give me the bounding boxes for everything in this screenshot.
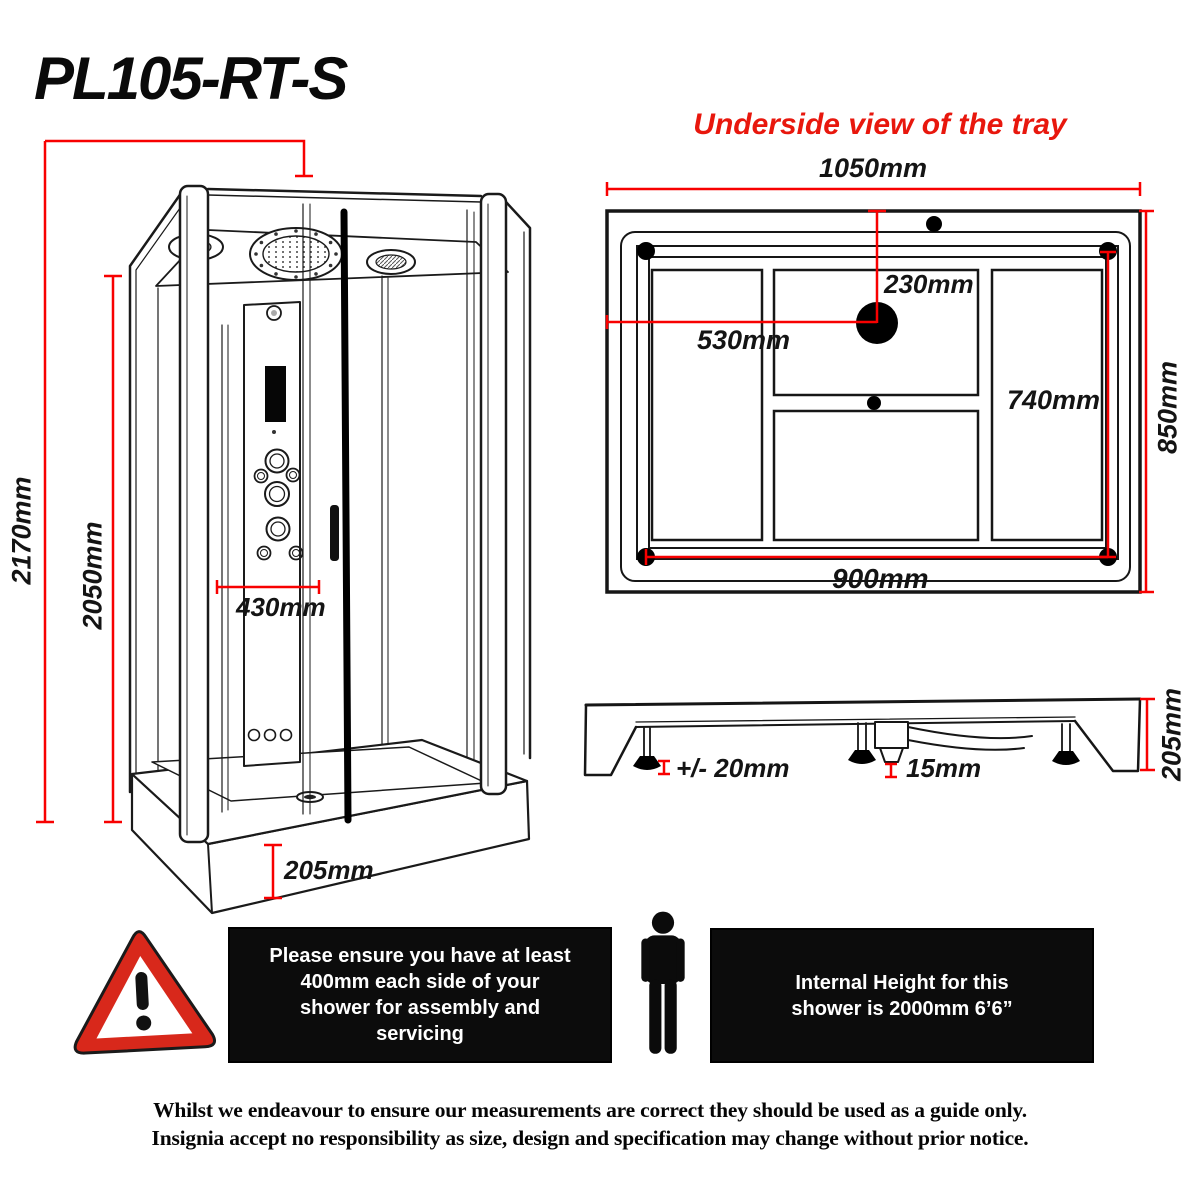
- disclaimer-line-1: Whilst we endeavour to ensure our measur…: [153, 1098, 1027, 1122]
- tray-side-drawing: [583, 697, 1142, 777]
- tray-foot-mark: [637, 242, 655, 260]
- tray-underside-drawing: [605, 209, 1142, 594]
- dim-feet-span-width: 900mm: [832, 563, 929, 594]
- notice-internal-height-line: Internal Height for this: [795, 971, 1009, 994]
- notice-internal-height-line: shower is 2000mm 6’6”: [791, 997, 1013, 1020]
- dim-cabin-tray-height: 205mm: [284, 855, 374, 885]
- dim-tray-depth: 850mm: [1152, 360, 1183, 455]
- rain-shower-head: [249, 227, 343, 281]
- dimension-lines: [36, 139, 1155, 900]
- warning-triangle-icon: [73, 930, 216, 1055]
- underside-view-heading: Underside view of the tray: [693, 108, 1067, 141]
- cabin-tray-base: [130, 738, 531, 915]
- dim-feet-span-depth: 740mm: [1007, 385, 1101, 415]
- dim-waste-clearance: 15mm: [906, 753, 982, 783]
- door-handle: [330, 505, 339, 561]
- door-glass-strip: [340, 208, 352, 824]
- dim-cabin-glass-height: 2050mm: [77, 521, 108, 630]
- cabin-drawing: [128, 184, 532, 915]
- dim-foot-adjustment: +/- 20mm: [676, 753, 790, 783]
- dim-side-tray-height: 205mm: [1156, 687, 1187, 782]
- control-buttons: [253, 448, 304, 561]
- dim-drain-offset-top: 230mm: [884, 269, 974, 299]
- notice-clearance-line: Please ensure you have at least: [269, 945, 571, 967]
- notice-clearance-line: 400mm each side of your: [300, 971, 540, 993]
- ceiling-speaker-right: [366, 249, 416, 275]
- notice-internal-height: Internal Height for this shower is 2000m…: [710, 928, 1094, 1063]
- waste-trap: [874, 721, 909, 749]
- notice-clearance-line: shower for assembly and: [299, 997, 541, 1019]
- dim-cabin-overall-height: 2170mm: [6, 476, 37, 585]
- person-height-icon: [641, 911, 685, 1054]
- disclaimer-line-2: Insignia accept no responsibility as siz…: [151, 1126, 1029, 1150]
- dim-tray-width: 1050mm: [818, 153, 928, 183]
- dim-cabin-panel-width: 430mm: [236, 592, 326, 622]
- control-display: [265, 366, 286, 422]
- page-title: PL105-RT-S: [34, 45, 348, 112]
- notice-clearance: Please ensure you have at least 400mm ea…: [228, 927, 612, 1063]
- waste-pipe: [907, 726, 1033, 740]
- control-column: [243, 301, 304, 767]
- notice-clearance-line: servicing: [376, 1023, 464, 1045]
- dim-drain-offset-left: 530mm: [697, 325, 791, 355]
